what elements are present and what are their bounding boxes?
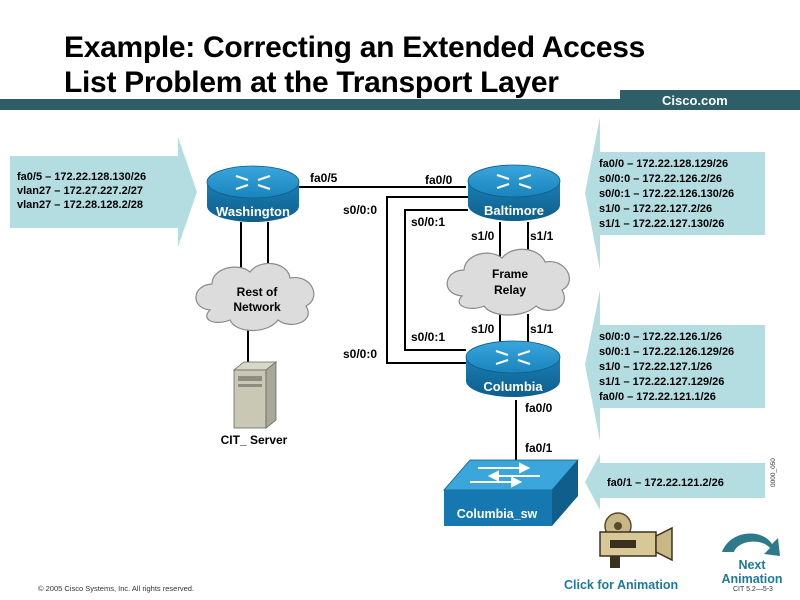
interface-labels: fa0/5 fa0/0 s0/0:0 s0/0:1 s1/0 s1/1 s1/0… xyxy=(310,171,554,455)
callout-line: s1/1 – 172.22.127.130/26 xyxy=(599,218,724,230)
next-animation-link[interactable]: Next Animation xyxy=(712,558,792,586)
callout-line: s1/1 – 172.22.127.129/26 xyxy=(599,376,724,388)
callout-line: s1/0 – 172.22.127.2/26 xyxy=(599,203,712,215)
iface-balt-s000: s0/0:0 xyxy=(343,203,377,217)
movie-camera-icon[interactable] xyxy=(599,512,673,568)
cloud-frame-line2: Relay xyxy=(494,283,526,297)
iface-wash-fa05: fa0/5 xyxy=(310,171,338,185)
callout-line: fa0/0 – 172.22.128.129/26 xyxy=(599,158,728,170)
callout-line: vlan27 – 172.27.227.2/27 xyxy=(17,185,143,197)
slide-title-line-2: List Problem at the Transport Layer xyxy=(64,66,559,99)
switch-label: Columbia_sw xyxy=(457,507,538,521)
iface-col-s11: s1/1 xyxy=(530,322,554,336)
router-arrows-icon xyxy=(496,173,532,190)
callout-washington xyxy=(10,137,197,247)
next-animation-icon[interactable] xyxy=(722,533,780,556)
cloud-frame-line1: Frame xyxy=(492,267,528,281)
router-arrows-icon xyxy=(235,174,271,191)
callout-baltimore-text: fa0/0 – 172.22.128.129/26 s0/0:0 – 172.2… xyxy=(599,158,734,230)
iface-balt-s001: s0/0:1 xyxy=(411,215,445,229)
router-washington[interactable]: Washington xyxy=(206,165,300,222)
callout-switch xyxy=(585,454,765,510)
iface-sw-fa01: fa0/1 xyxy=(525,441,553,455)
router-columbia-label: Columbia xyxy=(483,379,543,394)
router-arrows-icon xyxy=(495,349,531,366)
iface-balt-s11: s1/1 xyxy=(530,229,554,243)
callout-line: fa0/0 – 172.22.121.1/26 xyxy=(599,391,716,403)
link-s000 xyxy=(386,196,468,364)
cloud-rest-line1: Rest of xyxy=(237,285,279,299)
callout-line: vlan27 – 172.28.128.2/28 xyxy=(17,199,143,211)
slide-title: Example: Correcting an Extended Access L… xyxy=(64,30,764,100)
brand-band xyxy=(620,90,800,110)
iface-balt-s10: s1/0 xyxy=(471,229,495,243)
callout-line: fa0/1 – 172.22.121.2/26 xyxy=(607,477,724,489)
callout-columbia-text: s0/0:0 – 172.22.126.1/26 s0/0:1 – 172.22… xyxy=(599,331,734,403)
switch-columbia-sw[interactable]: Columbia_sw xyxy=(443,459,579,526)
router-baltimore[interactable]: Baltimore xyxy=(467,164,561,221)
callout-baltimore xyxy=(585,117,765,270)
copyright-text: © 2005 Cisco Systems, Inc. All rights re… xyxy=(38,584,195,593)
switch-arrows-icon xyxy=(470,462,540,488)
iface-col-fa00: fa0/0 xyxy=(525,401,553,415)
callout-line: s0/0:0 – 172.22.126.2/26 xyxy=(599,173,722,185)
iface-balt-fa00: fa0/0 xyxy=(425,173,453,187)
rest-of-network-cloud: Rest of Network xyxy=(195,262,315,331)
callout-line: s0/0:1 – 172.22.126.129/26 xyxy=(599,346,734,358)
next-label-line1: Next xyxy=(738,558,766,572)
course-code: CIT 5.2—5-3 xyxy=(733,586,773,593)
link-s001 xyxy=(404,209,468,351)
slide-title-line-1: Example: Correcting an Extended Access xyxy=(64,31,646,64)
iface-col-s000: s0/0:0 xyxy=(343,347,377,361)
callout-line: s1/0 – 172.22.127.1/26 xyxy=(599,361,712,373)
callout-columbia xyxy=(585,290,765,441)
frame-relay-cloud: Frame Relay xyxy=(446,248,570,316)
callout-line: s0/0:1 – 172.22.126.130/26 xyxy=(599,188,734,200)
brand-link[interactable]: Cisco.com xyxy=(662,93,728,108)
router-columbia[interactable]: Columbia xyxy=(465,340,561,397)
next-label-line2: Animation xyxy=(721,572,783,586)
server-cit[interactable]: CIT_ Server xyxy=(221,361,288,447)
figure-code: 0000_050 xyxy=(770,458,777,487)
callout-washington-text: fa0/5 – 172.22.128.130/26 vlan27 – 172.2… xyxy=(17,171,146,211)
router-baltimore-label: Baltimore xyxy=(484,203,544,218)
router-washington-label: Washington xyxy=(216,204,290,219)
server-label: CIT_ Server xyxy=(221,433,288,447)
click-for-animation-link[interactable]: Click for Animation xyxy=(564,578,679,592)
iface-col-s001: s0/0:1 xyxy=(411,330,445,344)
iface-col-s10: s1/0 xyxy=(471,322,495,336)
callout-line: s0/0:0 – 172.22.126.1/26 xyxy=(599,331,722,343)
cloud-rest-line2: Network xyxy=(233,300,281,314)
callout-switch-text: fa0/1 – 172.22.121.2/26 xyxy=(607,477,724,489)
callout-line: fa0/5 – 172.22.128.130/26 xyxy=(17,171,146,183)
header-band xyxy=(0,99,800,110)
